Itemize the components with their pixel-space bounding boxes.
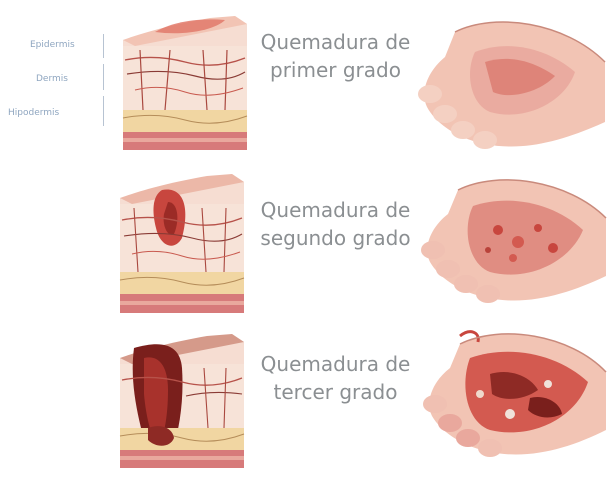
skin-cross-section-first-degree bbox=[115, 10, 250, 162]
third-degree-label-line2: tercer grado bbox=[248, 378, 423, 406]
second-degree-label-line2: segundo grado bbox=[248, 224, 423, 252]
hand-second-degree bbox=[418, 170, 610, 310]
skin-cross-section-second-degree bbox=[112, 168, 247, 323]
layer-label-dermis: Dermis bbox=[36, 74, 68, 84]
first-degree-label-line2: primer grado bbox=[248, 56, 423, 84]
first-degree-label-line1: Quemadura de bbox=[248, 28, 423, 56]
skin-cross-section-third-degree bbox=[112, 328, 247, 478]
third-degree-label-line1: Quemadura de bbox=[248, 350, 423, 378]
layer-bracket-epidermis bbox=[103, 34, 108, 58]
hand-third-degree bbox=[420, 324, 610, 464]
layer-label-hypodermis: Hipodermis bbox=[8, 108, 59, 118]
hand-first-degree bbox=[415, 12, 610, 157]
first-degree-label: Quemadura de primer grado bbox=[248, 28, 423, 84]
second-degree-label: Quemadura de segundo grado bbox=[248, 196, 423, 252]
layer-label-epidermis: Epidermis bbox=[30, 40, 75, 50]
layer-bracket-dermis bbox=[103, 64, 108, 90]
third-degree-label: Quemadura de tercer grado bbox=[248, 350, 423, 406]
second-degree-label-line1: Quemadura de bbox=[248, 196, 423, 224]
layer-bracket-hypodermis bbox=[103, 96, 108, 126]
